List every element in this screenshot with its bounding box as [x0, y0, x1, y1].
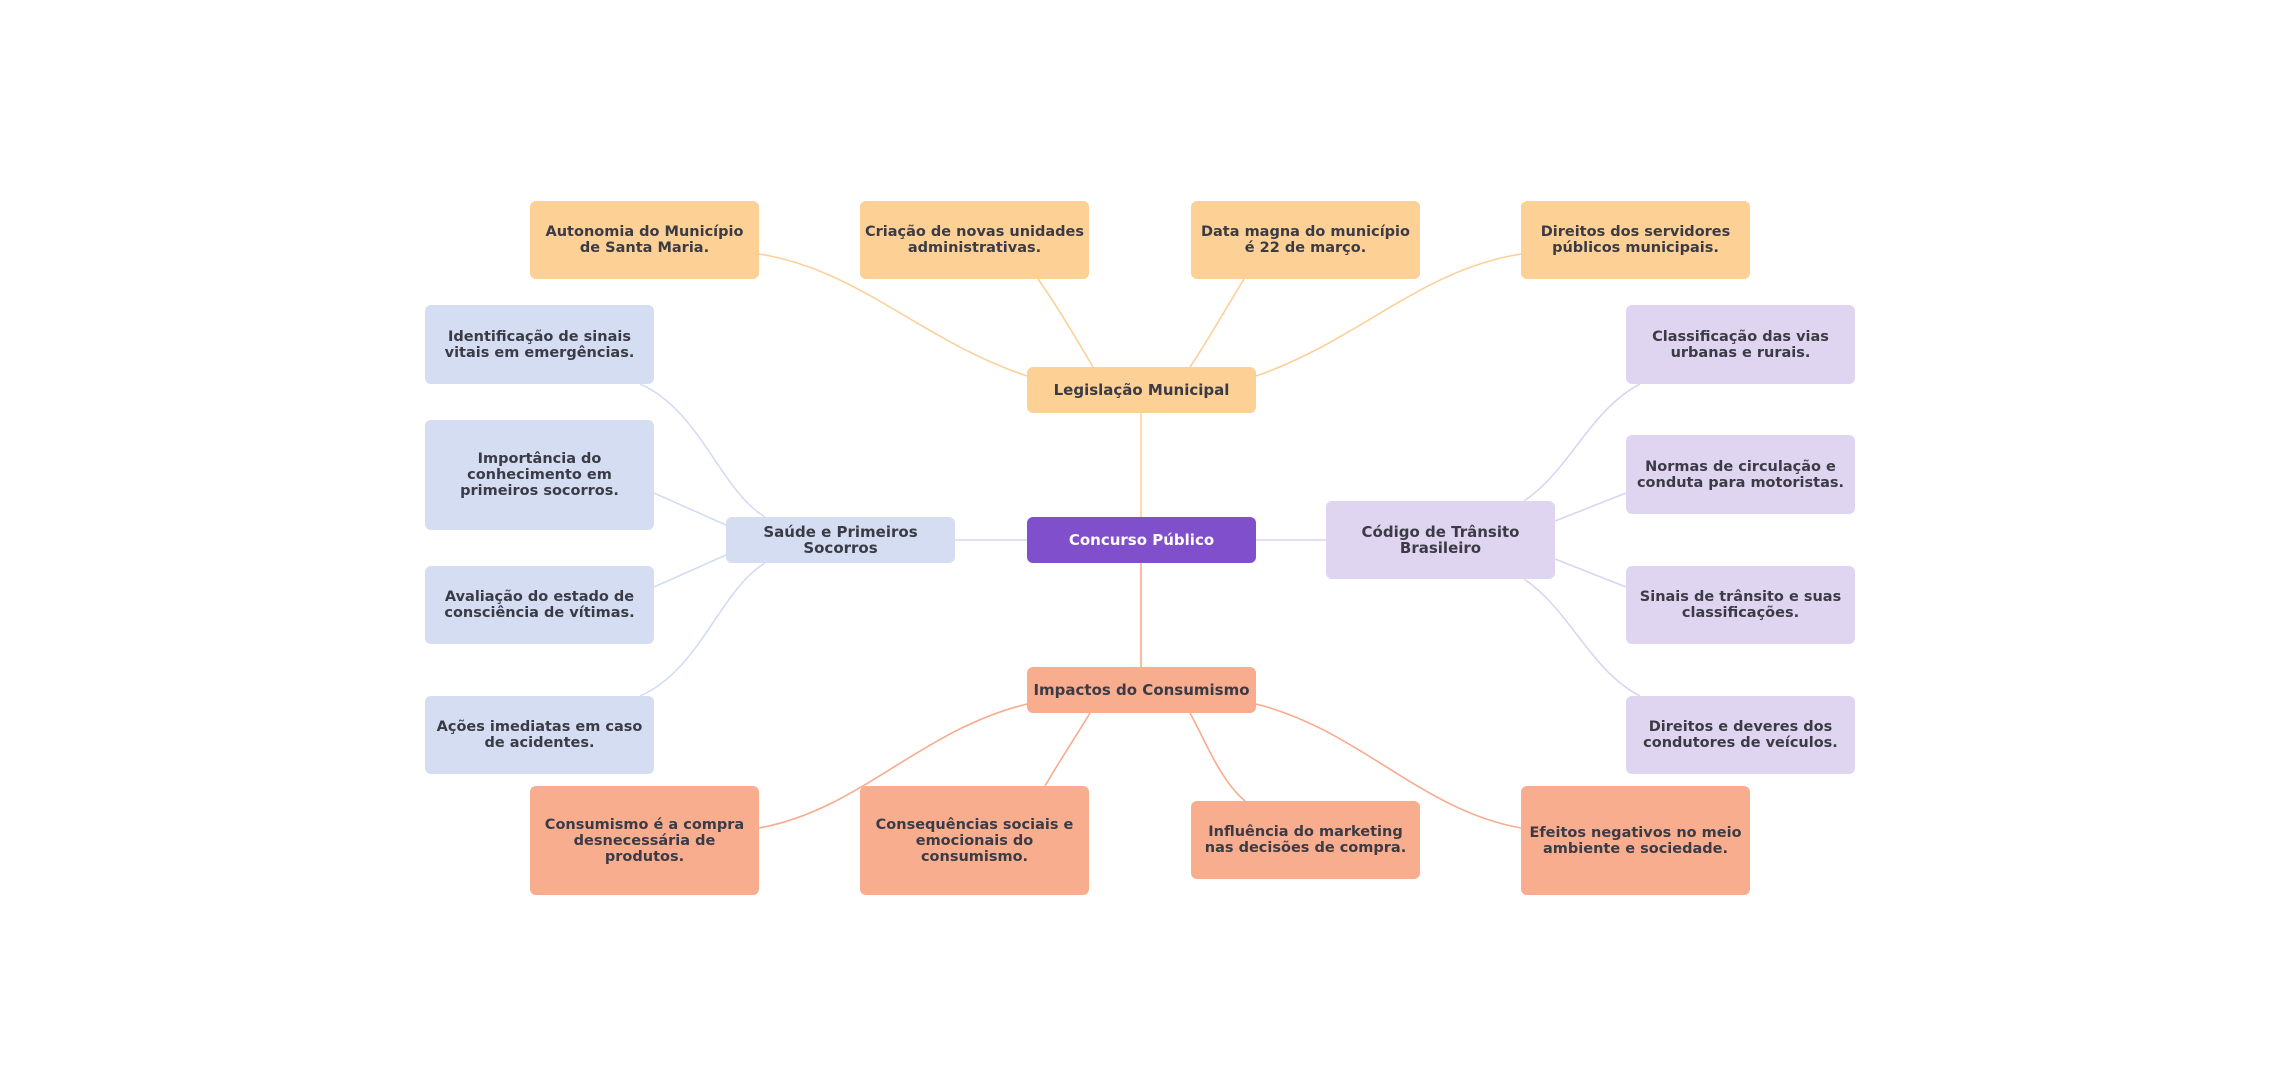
leaf-label: Autonomia do Município de Santa Maria.: [545, 224, 744, 256]
leaf-label: Consumismo é a compra desnecessária de p…: [544, 816, 745, 865]
edge-leaf: [639, 562, 766, 697]
branch-node-consumismo[interactable]: Impactos do Consumismo: [1027, 667, 1256, 713]
edge-leaf: [758, 253, 1028, 377]
edge-leaf: [1523, 383, 1641, 502]
edge-leaf: [1554, 558, 1627, 588]
edge-leaf: [1044, 712, 1091, 787]
edge-leaf: [1189, 712, 1246, 802]
edge-leaf: [1037, 278, 1094, 368]
leaf-node[interactable]: Classificação das vias urbanas e rurais.: [1626, 305, 1855, 384]
leaf-node[interactable]: Avaliação do estado de consciência de ví…: [425, 566, 654, 644]
edge-leaf: [1255, 703, 1522, 829]
branch-label: Código de Trânsito Brasileiro: [1361, 523, 1520, 557]
leaf-node[interactable]: Data magna do município é 22 de março.: [1191, 201, 1420, 279]
leaf-node[interactable]: Importância do conhecimento em primeiros…: [425, 420, 654, 530]
leaf-node[interactable]: Criação de novas unidades administrativa…: [860, 201, 1089, 279]
leaf-label: Consequências sociais e emocionais do co…: [875, 816, 1074, 865]
edge-leaf: [1523, 578, 1641, 697]
leaf-label: Criação de novas unidades administrativa…: [864, 224, 1085, 256]
leaf-label: Influência do marketing nas decisões de …: [1204, 824, 1407, 856]
leaf-node[interactable]: Normas de circulação e conduta para moto…: [1626, 435, 1855, 514]
branch-label: Impactos do Consumismo: [1033, 681, 1250, 699]
leaf-label: Sinais de trânsito e suas classificações…: [1639, 589, 1842, 621]
leaf-node[interactable]: Direitos dos servidores públicos municip…: [1521, 201, 1750, 279]
leaf-node[interactable]: Sinais de trânsito e suas classificações…: [1626, 566, 1855, 644]
leaf-label: Efeitos negativos no meio ambiente e soc…: [1529, 824, 1742, 857]
branch-node-transito[interactable]: Código de Trânsito Brasileiro: [1326, 501, 1555, 579]
leaf-label: Normas de circulação e conduta para moto…: [1636, 458, 1845, 491]
leaf-label: Direitos e deveres dos condutores de veí…: [1643, 719, 1838, 751]
leaf-node[interactable]: Consumismo é a compra desnecessária de p…: [530, 786, 759, 895]
leaf-node[interactable]: Efeitos negativos no meio ambiente e soc…: [1521, 786, 1750, 895]
branch-node-saude[interactable]: Saúde e Primeiros Socorros: [726, 517, 955, 563]
leaf-node[interactable]: Identificação de sinais vitais em emergê…: [425, 305, 654, 384]
edge-leaf: [653, 492, 727, 526]
leaf-label: Ações imediatas em caso de acidentes.: [436, 719, 643, 751]
edge-leaf: [758, 703, 1028, 829]
leaf-label: Data magna do município é 22 de março.: [1200, 224, 1410, 256]
leaf-label: Avaliação do estado de consciência de ví…: [444, 589, 635, 621]
branch-label: Legislação Municipal: [1053, 381, 1230, 399]
leaf-label: Classificação das vias urbanas e rurais.: [1652, 328, 1829, 361]
edge-leaf: [653, 554, 727, 588]
leaf-label: Direitos dos servidores públicos municip…: [1540, 224, 1731, 256]
branch-label: Saúde e Primeiros Socorros: [763, 523, 918, 557]
leaf-node[interactable]: Autonomia do Município de Santa Maria.: [530, 201, 759, 279]
edge-leaf: [1255, 253, 1522, 377]
leaf-label: Importância do conhecimento em primeiros…: [460, 451, 619, 499]
edge-leaf: [639, 383, 766, 518]
edge-leaf: [1189, 278, 1245, 368]
leaf-node[interactable]: Influência do marketing nas decisões de …: [1191, 801, 1420, 879]
edge-leaf: [1554, 492, 1627, 522]
leaf-label: Identificação de sinais vitais em emergê…: [444, 328, 635, 361]
root-node[interactable]: Concurso Público: [1027, 517, 1256, 563]
leaf-node[interactable]: Consequências sociais e emocionais do co…: [860, 786, 1089, 895]
leaf-node[interactable]: Ações imediatas em caso de acidentes.: [425, 696, 654, 774]
leaf-node[interactable]: Direitos e deveres dos condutores de veí…: [1626, 696, 1855, 774]
root-label: Concurso Público: [1068, 531, 1215, 549]
branch-node-legislacao[interactable]: Legislação Municipal: [1027, 367, 1256, 413]
